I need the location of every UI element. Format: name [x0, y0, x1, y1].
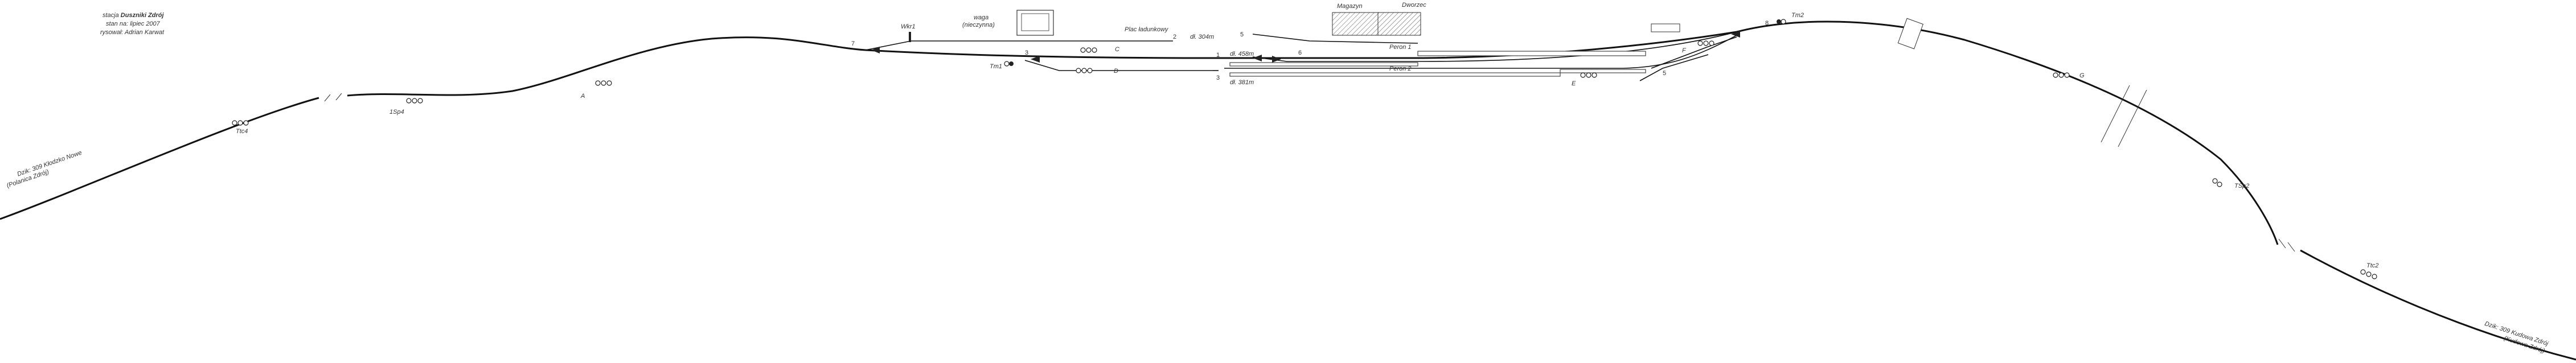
- title-line-1: stacja Duszniki Zdrój: [102, 12, 165, 19]
- plac-label: Plac ładunkowy: [1125, 26, 1169, 33]
- main-line-right-2: [2300, 249, 2576, 361]
- siding-right-2: [1639, 54, 1709, 81]
- signal-tm1: [1004, 61, 1014, 67]
- signal-label: Tm1: [990, 63, 1002, 70]
- scale-label: waga: [974, 14, 988, 21]
- signal-label: F: [1682, 47, 1687, 54]
- signal-a: [595, 80, 612, 86]
- station-track-6: [1252, 31, 1737, 62]
- switch-marker: [1731, 31, 1740, 38]
- scale-inner: [1021, 13, 1049, 31]
- platform-1-ext: [1417, 51, 1646, 56]
- switch-marker: [871, 47, 880, 53]
- switch-marker: [1253, 55, 1262, 61]
- switch-marker: [1272, 56, 1281, 63]
- scale-sublabel: (nieczynna): [962, 22, 995, 28]
- track-length: dł. 458m: [1230, 51, 1254, 57]
- signal-label: Ttc4: [236, 128, 248, 135]
- signal-tm2: [1777, 19, 1786, 24]
- station-track-5: [1252, 34, 1418, 44]
- track-number: 2: [1173, 34, 1176, 40]
- track-number: 3: [1216, 75, 1220, 81]
- signal-f: [1697, 40, 1714, 46]
- siding-right: [1651, 36, 1737, 69]
- signal-label: E: [1572, 80, 1576, 87]
- main-line-right: [1736, 20, 2279, 245]
- main-line-left-2: [347, 36, 866, 97]
- peron1-label: Peron 1: [1389, 44, 1412, 51]
- signal-label: C: [1115, 46, 1119, 53]
- track-number: 5: [1240, 31, 1244, 38]
- title-line-2: stan na: lipiec 2007: [106, 20, 161, 27]
- break-mark: [324, 94, 331, 102]
- signal-g: [2053, 72, 2070, 78]
- peron2-label: Peron 2: [1389, 65, 1412, 72]
- platform-1: [1229, 62, 1418, 67]
- dworzec-label: Dworzec: [1402, 2, 1426, 9]
- right-direction: Dzik: 309 Kudowa Zdrój (Kudowa Zdrój): [2484, 320, 2549, 354]
- signal-label: D: [1114, 68, 1118, 75]
- bridge-structure: [1897, 18, 1923, 50]
- switch-marker: [1031, 56, 1040, 63]
- magazyn-label: Magazyn: [1337, 3, 1363, 10]
- station-track-1: [865, 31, 1737, 59]
- signal-wkr1: [909, 32, 911, 42]
- siding-building: [1651, 23, 1680, 32]
- switch-number: 3: [1025, 50, 1028, 56]
- signal-label: TSp2: [2234, 183, 2249, 189]
- title-line-3: rysował: Adrian Karwat: [100, 29, 165, 36]
- switch-number: 8: [1765, 20, 1769, 27]
- track-number: 1: [1216, 52, 1220, 59]
- break-mark: [2287, 242, 2295, 252]
- station-track-3: [1024, 60, 1213, 71]
- dworzec-building: [1377, 12, 1421, 36]
- signal-c: [1080, 47, 1097, 53]
- bridge-line: [2118, 89, 2147, 147]
- station-track-4: [1224, 35, 1737, 69]
- switch-number: 5: [1663, 70, 1666, 77]
- main-line-left: [0, 97, 319, 220]
- platform-2: [1229, 72, 1561, 77]
- bridge-line: [2101, 85, 2130, 143]
- platform-2-ext: [1560, 69, 1646, 73]
- left-direction: Dzik: 309 Kłodzko Nowe (Polanica Zdrój): [6, 149, 83, 189]
- signal-e: [1580, 72, 1597, 78]
- signal-ttc4: [232, 120, 249, 126]
- signal-label: A: [580, 93, 585, 100]
- signal-tsp2: [2212, 178, 2222, 187]
- signal-label: 1Sp4: [389, 109, 404, 116]
- signal-label: Ttc2: [2366, 262, 2378, 269]
- break-mark: [335, 93, 342, 101]
- signal-ttc2: [2360, 269, 2377, 279]
- signal-d: [1076, 68, 1093, 73]
- track-length: dł. 304m: [1190, 34, 1214, 40]
- signal-label: Tm2: [1791, 12, 1804, 19]
- signal-label: Wkr1: [901, 23, 916, 30]
- station-track-2: [865, 40, 1173, 51]
- left-direction-line1: Dzik: 309 Kłodzko Nowe: [17, 149, 83, 178]
- track-number: 6: [1298, 50, 1302, 56]
- signal-1sp4: [406, 98, 423, 104]
- signal-label: G: [2079, 72, 2085, 79]
- switch-number: 7: [851, 40, 855, 47]
- break-mark: [2278, 238, 2286, 249]
- magazyn-building: [1332, 12, 1379, 36]
- track-length: dł. 381m: [1230, 79, 1254, 86]
